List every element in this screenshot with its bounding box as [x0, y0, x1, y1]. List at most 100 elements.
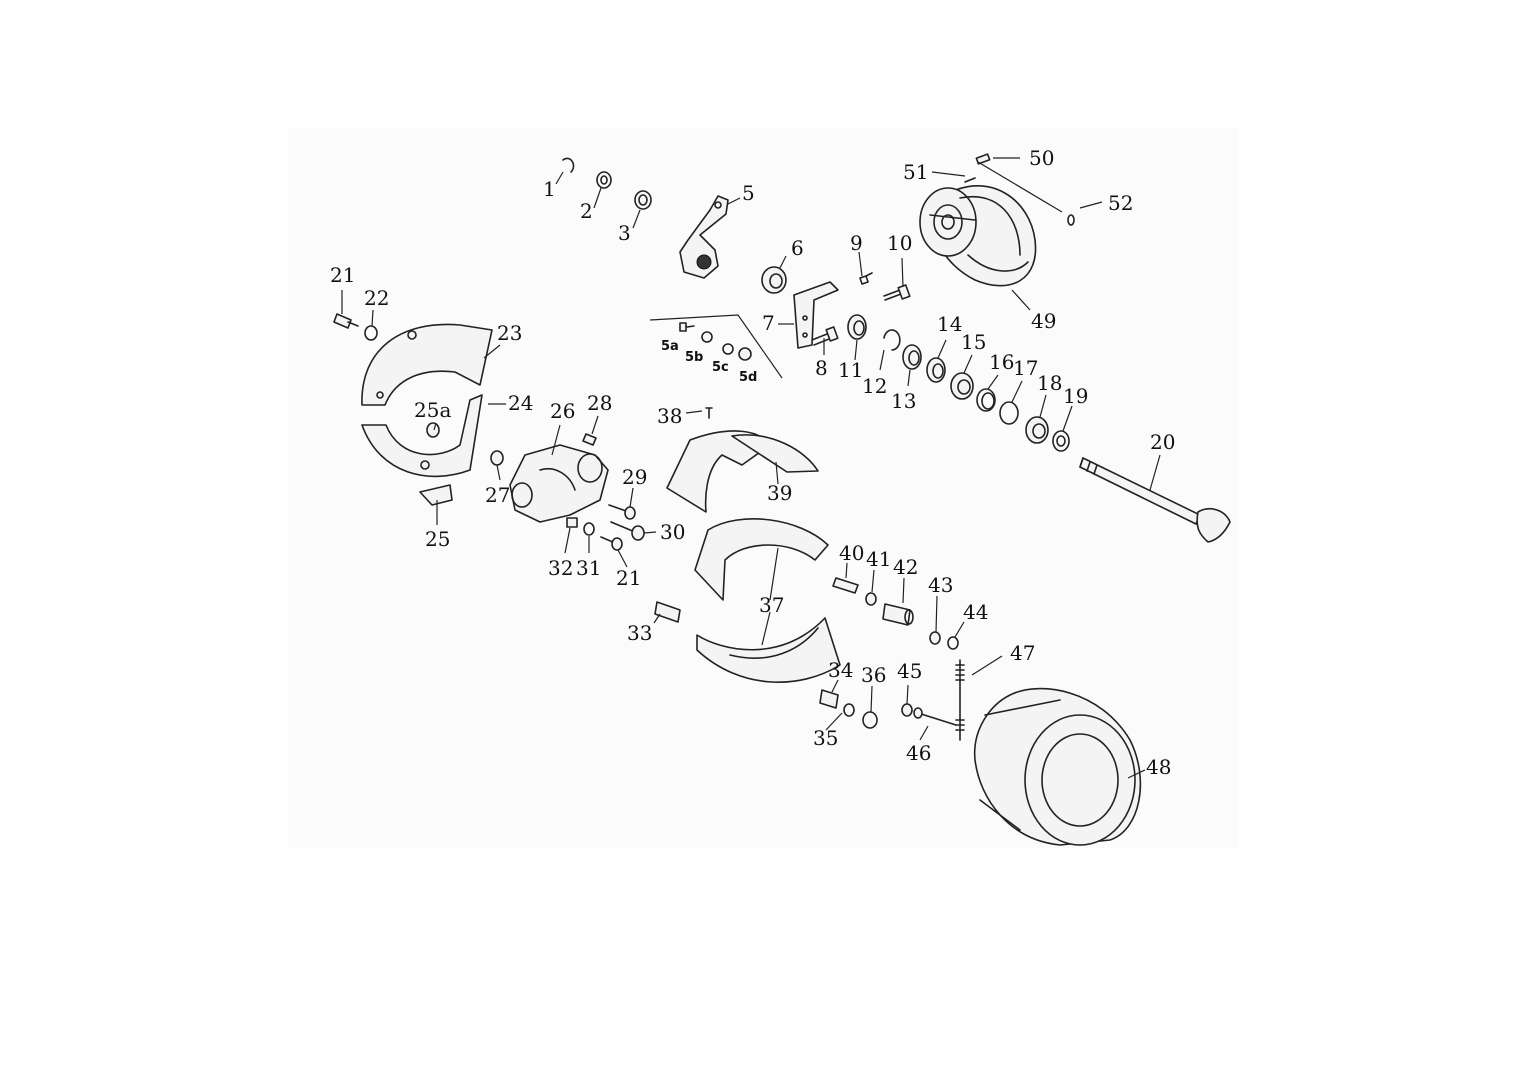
leader-lines: [341, 157, 1161, 779]
part-13-bushing: [902, 344, 922, 370]
callout-9: 9: [850, 231, 863, 255]
callout-50: 50: [1029, 146, 1054, 170]
part-41-bushing: [865, 592, 877, 606]
part-10-bolt: [883, 284, 911, 301]
callout-labels: 1 2 3 5 5a 5b 5c 5d 6 7 8 9 10 11 12 13 …: [330, 146, 1175, 779]
callout-47: 47: [1010, 641, 1035, 665]
callout-25a: 25a: [414, 398, 451, 422]
part-9-grease-fitting: [859, 272, 873, 285]
part-27-bolt: [490, 450, 504, 466]
callout-13: 13: [891, 389, 916, 413]
callout-28: 28: [587, 391, 612, 415]
callout-45: 45: [897, 659, 922, 683]
part-44-washer: [947, 636, 959, 650]
callout-29: 29: [622, 465, 647, 489]
callout-49: 49: [1031, 309, 1056, 333]
part-15-bearing: [950, 372, 974, 400]
part-14-seal: [926, 357, 946, 383]
part-7-bracket: [793, 281, 839, 349]
callout-37: 37: [759, 593, 784, 617]
callout-42: 42: [893, 555, 918, 579]
part-25-clip: [419, 484, 453, 506]
part-12-snap-ring: [883, 329, 901, 351]
callout-18: 18: [1037, 371, 1062, 395]
part-40-anchor-pin: [832, 577, 859, 594]
callout-21-lower: 21: [616, 566, 641, 590]
part-21-bolt-top: [333, 313, 359, 329]
part-32-clip: [566, 517, 578, 528]
part-5abcd-hardware: [649, 314, 783, 379]
part-8-bolt: [811, 326, 839, 346]
part-3-washer: [634, 190, 652, 210]
part-35-washer: [843, 703, 855, 717]
part-11-bushing: [847, 314, 867, 340]
part-38-pin: [705, 407, 713, 419]
part-36-washer: [862, 711, 878, 729]
callout-36: 36: [861, 663, 886, 687]
part-34-bushing: [819, 689, 839, 709]
part-6-seal: [761, 266, 787, 294]
callout-15: 15: [961, 330, 986, 354]
part-17-ring: [999, 401, 1019, 425]
callout-46: 46: [906, 741, 931, 765]
callout-3: 3: [618, 221, 631, 245]
part-23-dust-shield-upper: [361, 323, 493, 406]
part-16-seal: [976, 388, 996, 412]
part-51-clevis: [964, 177, 976, 183]
callout-8: 8: [815, 356, 828, 380]
callout-24: 24: [508, 391, 533, 415]
callout-19: 19: [1063, 384, 1088, 408]
callout-23: 23: [497, 321, 522, 345]
part-37-brake-shoe-upper: [694, 518, 829, 601]
part-39-lining: [666, 430, 819, 513]
part-50-pin: [975, 153, 991, 165]
callout-5a: 5a: [661, 339, 679, 354]
callout-5c: 5c: [712, 360, 729, 375]
part-19-washer: [1052, 430, 1070, 452]
part-37-brake-shoe-lower: [696, 617, 841, 683]
callout-1: 1: [543, 177, 556, 201]
callout-48: 48: [1146, 755, 1171, 779]
callout-5: 5: [742, 181, 755, 205]
part-2-washer: [596, 171, 612, 189]
callout-10: 10: [887, 231, 912, 255]
callout-31: 31: [576, 556, 601, 580]
part-26-spider: [509, 444, 609, 523]
callout-20: 20: [1150, 430, 1175, 454]
callout-34: 34: [828, 658, 853, 682]
callout-5d: 5d: [739, 370, 757, 385]
part-31-washer: [583, 522, 595, 536]
callout-51: 51: [903, 160, 928, 184]
part-18-bearing: [1025, 416, 1049, 444]
callout-2: 2: [580, 199, 593, 223]
callout-17: 17: [1013, 356, 1038, 380]
part-20-camshaft: [1079, 457, 1231, 543]
callout-40: 40: [839, 541, 864, 565]
part-28-bolt: [582, 433, 597, 446]
callout-43: 43: [928, 573, 953, 597]
part-49-brake-chamber: [919, 185, 1037, 287]
part-42-roller: [882, 603, 914, 626]
part-52-cotter: [1067, 214, 1075, 226]
part-1-snap-ring: [562, 157, 575, 173]
callout-41: 41: [866, 547, 891, 571]
callout-21-top: 21: [330, 263, 355, 287]
callout-35: 35: [813, 726, 838, 750]
callout-11: 11: [838, 358, 863, 382]
callout-22: 22: [364, 286, 389, 310]
callout-16: 16: [989, 350, 1014, 374]
callout-25: 25: [425, 527, 450, 551]
part-43-nut: [929, 631, 941, 645]
part-25a-bolt: [426, 422, 440, 438]
callout-6: 6: [791, 236, 804, 260]
callout-26: 26: [550, 399, 575, 423]
callout-12: 12: [862, 374, 887, 398]
part-46-stud: [913, 707, 957, 726]
part-45-nut: [901, 703, 913, 717]
part-48-brake-drum: [973, 687, 1142, 846]
callout-14: 14: [937, 312, 962, 336]
callout-5b: 5b: [685, 350, 703, 365]
callout-52: 52: [1108, 191, 1133, 215]
part-22-washer: [364, 325, 378, 341]
